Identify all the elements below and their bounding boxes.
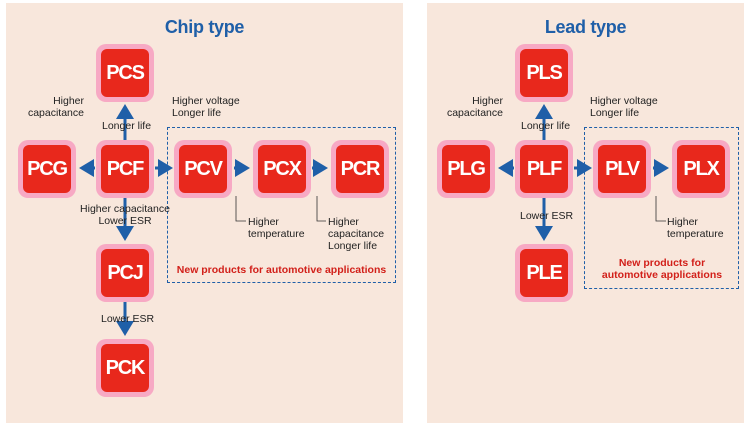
lead-type-title: Lead type bbox=[544, 17, 627, 37]
box-pcj: PCJ bbox=[96, 244, 154, 302]
box-pcs: PCS bbox=[96, 44, 154, 102]
chip-automotive-note: New products for automotive applications bbox=[176, 264, 387, 276]
lead-label-lower-esr: Lower ESR bbox=[520, 210, 574, 222]
lead-label-higher-capacitance: Higher capacitance bbox=[446, 95, 503, 119]
chip-label-pcx-note: Higher capacitance Longer life bbox=[328, 216, 385, 252]
box-pls: PLS bbox=[515, 44, 573, 102]
chip-label-higher-capacitance: Higher capacitance bbox=[27, 95, 84, 119]
box-plf: PLF bbox=[515, 140, 573, 198]
lead-automotive-note: New products for automotive applications bbox=[601, 257, 723, 281]
chip-type-panel: Chip type bbox=[6, 3, 403, 423]
lead-label-plv-note: Higher temperature bbox=[667, 216, 724, 240]
lead-automotive-region bbox=[584, 127, 739, 289]
chip-automotive-region bbox=[167, 127, 396, 283]
leader-plv bbox=[655, 196, 666, 222]
lead-type-panel: Lead type bbox=[427, 3, 744, 423]
box-pcg: PCG bbox=[18, 140, 76, 198]
lead-label-longer-life: Longer life bbox=[521, 120, 571, 132]
box-pck: PCK bbox=[96, 339, 154, 397]
box-pcv: PCV bbox=[174, 140, 232, 198]
box-plg: PLG bbox=[437, 140, 495, 198]
chip-label-longer-life: Longer life bbox=[102, 120, 152, 132]
chip-label-lower-esr: Lower ESR bbox=[101, 313, 155, 325]
box-plv: PLV bbox=[593, 140, 651, 198]
chip-label-pcv-note: Higher temperature bbox=[248, 216, 305, 240]
box-pcx: PCX bbox=[253, 140, 311, 198]
lead-label-higher-voltage: Higher voltage Longer life bbox=[590, 95, 658, 119]
chip-label-higher-cap-lower-esr: Higher capacitance Lower ESR bbox=[80, 203, 170, 227]
chip-label-higher-voltage: Higher voltage Longer life bbox=[172, 95, 240, 119]
chip-type-title: Chip type bbox=[164, 17, 245, 37]
leader-pcv bbox=[235, 196, 246, 222]
box-ple: PLE bbox=[515, 244, 573, 302]
box-plx: PLX bbox=[672, 140, 730, 198]
leader-pcx bbox=[316, 196, 326, 222]
box-pcf: PCF bbox=[96, 140, 154, 198]
box-pcr: PCR bbox=[331, 140, 389, 198]
